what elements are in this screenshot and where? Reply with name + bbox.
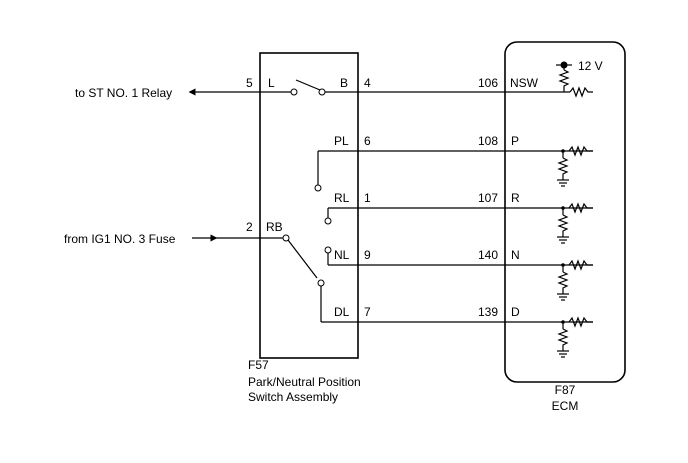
n-input-resistor [568,259,593,271]
ecm-pin-r-number: 107 [478,191,498,205]
d-junction [561,320,565,324]
pin-l-label: L [268,76,275,90]
ecm-pin-d-number: 139 [478,305,498,319]
ecm-code: F87 [555,383,576,397]
switch-assembly-box [259,52,359,359]
r-junction [561,206,565,210]
ig1-fuse-label: from IG1 NO. 3 Fuse [64,232,176,246]
switch-assembly-code: F57 [248,358,269,372]
pin-nl-label: NL [334,248,350,262]
ecm-pin-d-label: D [511,305,520,319]
pin-rl-label: RL [334,191,350,205]
pin-pl-number: 6 [364,134,371,148]
switch-l-contact [290,88,298,96]
switch-blade [295,79,321,91]
p-junction [561,149,565,153]
ecm-pin-n-number: 140 [478,248,498,262]
dl-contact [317,279,325,287]
pin-rb-number: 2 [246,220,253,234]
ecm-name: ECM [552,399,579,413]
pin-b-number: 4 [364,76,371,90]
switch-assembly-name-1: Park/Neutral Position [248,375,361,389]
ecm-pin-p-label: P [511,134,519,148]
p-input-resistor [568,145,593,157]
supply-voltage-label: 12 V [578,59,603,73]
switch-b-contact [318,88,326,96]
pin-rl-number: 1 [364,191,371,205]
pin-l-number: 5 [246,76,253,90]
d-ground-resistor [557,328,569,351]
pin-dl-number: 7 [364,305,371,319]
p-ground-resistor [557,157,569,180]
r-ground-resistor [557,214,569,237]
rb-wiper [287,239,318,279]
pin-pl-label: PL [334,134,349,148]
ecm-pin-p-number: 108 [478,134,498,148]
r-input-resistor [568,202,593,214]
ecm-pin-n-label: N [511,248,520,262]
switch-assembly-name-2: Switch Assembly [248,390,338,404]
ecm-pin-r-label: R [511,191,520,205]
pl-contact [314,184,322,192]
st-relay-label: to ST NO. 1 Relay [75,86,172,100]
pin-nl-number: 9 [364,248,371,262]
ecm-pin-nsw-label: NSW [510,76,539,90]
n-ground-resistor [557,271,569,294]
pullup-resistor [558,69,570,92]
ecm-pin-nsw-number: 106 [478,76,498,90]
ecm-box [504,41,626,383]
rl-contact [324,217,332,225]
nl-contact [324,246,332,254]
pin-b-label: B [340,76,348,90]
d-input-resistor [568,316,593,328]
n-junction [561,263,565,267]
rb-contact [282,234,290,242]
pin-rb-label: RB [266,220,283,234]
pin-dl-label: DL [334,305,350,319]
nsw-resistor [569,86,593,98]
